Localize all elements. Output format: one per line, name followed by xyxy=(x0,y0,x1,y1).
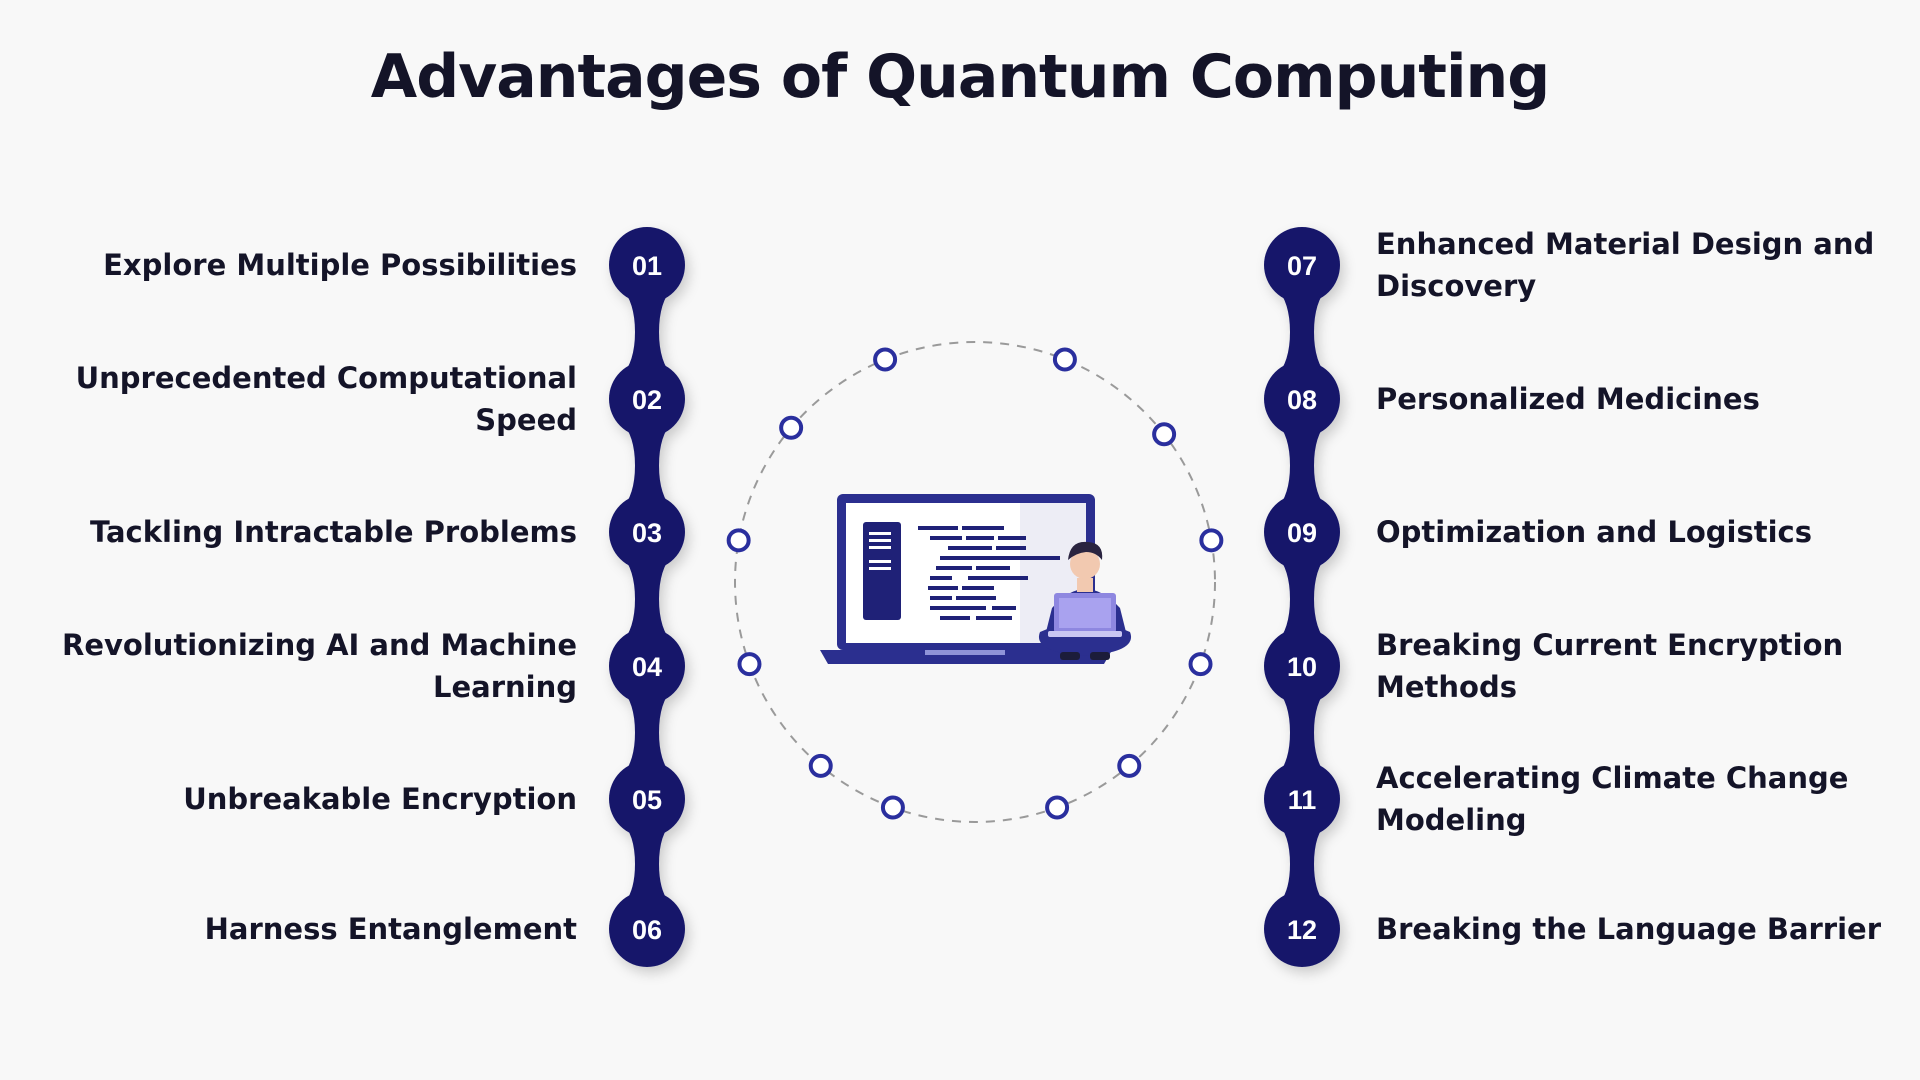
advantage-label-line: Personalized Medicines xyxy=(1376,382,1760,416)
person-with-laptop-icon xyxy=(1038,541,1132,660)
step-node-04 xyxy=(609,628,685,704)
advantage-label-line: Methods xyxy=(1376,670,1517,704)
step-number-03: 03 xyxy=(632,518,662,548)
step-node-11 xyxy=(1264,761,1340,837)
step-node-05 xyxy=(609,761,685,837)
advantage-label-line: Revolutionizing AI and Machine xyxy=(62,628,577,662)
step-node-12 xyxy=(1264,891,1340,967)
advantage-label-line: Tackling Intractable Problems xyxy=(89,515,577,549)
advantage-label-line: Breaking Current Encryption xyxy=(1376,628,1844,662)
step-number-12: 12 xyxy=(1287,915,1317,945)
advantage-item-01: Explore Multiple Possibilities xyxy=(17,244,577,286)
orbit-dot xyxy=(1052,347,1077,372)
step-number-01: 01 xyxy=(632,251,662,281)
step-number-06: 06 xyxy=(632,915,662,945)
right-chain-connector xyxy=(1276,287,1328,377)
advantage-label-line: Breaking the Language Barrier xyxy=(1376,912,1882,946)
orbit-ring xyxy=(726,341,1224,823)
left-chain-connector xyxy=(621,688,673,777)
advantage-label-line: Speed xyxy=(475,403,577,437)
step-number-02: 02 xyxy=(632,385,662,415)
right-chain-connector xyxy=(1276,421,1328,510)
orbit-dot xyxy=(808,753,833,778)
orbit-dot xyxy=(873,347,898,372)
advantage-label-line: Discovery xyxy=(1376,269,1537,303)
orbit-dot xyxy=(1117,753,1142,778)
step-node-07 xyxy=(1264,227,1340,303)
advantage-label-line: Modeling xyxy=(1376,803,1527,837)
step-node-03 xyxy=(609,494,685,570)
step-number-04: 04 xyxy=(632,652,662,682)
orbit-dot xyxy=(726,528,751,553)
advantage-label-line: Optimization and Logistics xyxy=(1376,515,1812,549)
advantage-item-05: Unbreakable Encryption xyxy=(17,778,577,820)
step-number-11: 11 xyxy=(1288,785,1317,815)
advantage-item-06: Harness Entanglement xyxy=(17,908,577,950)
orbit-dot xyxy=(737,652,762,677)
step-node-06 xyxy=(609,891,685,967)
advantage-label-line: Unbreakable Encryption xyxy=(183,782,577,816)
step-number-08: 08 xyxy=(1287,385,1317,415)
advantage-label-line: Unprecedented Computational xyxy=(75,361,577,395)
advantage-label-line: Accelerating Climate Change xyxy=(1376,761,1849,795)
orbit-dot xyxy=(1152,422,1177,447)
step-number-07: 07 xyxy=(1287,251,1317,281)
left-chain: 01 02 03 04 05 06 xyxy=(609,227,685,967)
left-chain-connector xyxy=(621,821,673,907)
right-chain-connector xyxy=(1276,554,1328,644)
right-chain-connector xyxy=(1276,821,1328,907)
left-chain-connector xyxy=(621,287,673,377)
advantage-label-line: Enhanced Material Design and xyxy=(1376,227,1875,261)
orbit-dot xyxy=(1045,795,1070,820)
advantage-label-line: Explore Multiple Possibilities xyxy=(103,248,577,282)
left-chain-connector xyxy=(621,421,673,510)
advantage-item-09: Optimization and Logistics xyxy=(1376,511,1920,553)
step-number-10: 10 xyxy=(1287,652,1317,682)
code-lines-icon xyxy=(863,522,1060,620)
step-number-05: 05 xyxy=(632,785,662,815)
advantage-label-line: Learning xyxy=(432,670,577,704)
orbit-dot xyxy=(1188,652,1213,677)
orbit-dot xyxy=(880,795,905,820)
step-node-02 xyxy=(609,361,685,437)
step-node-09 xyxy=(1264,494,1340,570)
left-chain-connector xyxy=(621,554,673,644)
orbit-dot xyxy=(779,415,804,440)
advantage-item-08: Personalized Medicines xyxy=(1376,378,1920,420)
step-number-09: 09 xyxy=(1287,518,1317,548)
step-node-01 xyxy=(609,227,685,303)
right-chain-connector xyxy=(1276,688,1328,777)
advantage-label-line: Harness Entanglement xyxy=(204,912,577,946)
step-node-08 xyxy=(1264,361,1340,437)
step-node-10 xyxy=(1264,628,1340,704)
orbit-dot xyxy=(1199,528,1224,553)
page-title: Advantages of Quantum Computing xyxy=(370,42,1550,112)
right-chain: 07 08 09 10 11 12 xyxy=(1264,227,1340,967)
advantage-item-12: Breaking the Language Barrier xyxy=(1376,908,1920,950)
advantage-item-03: Tackling Intractable Problems xyxy=(17,511,577,553)
